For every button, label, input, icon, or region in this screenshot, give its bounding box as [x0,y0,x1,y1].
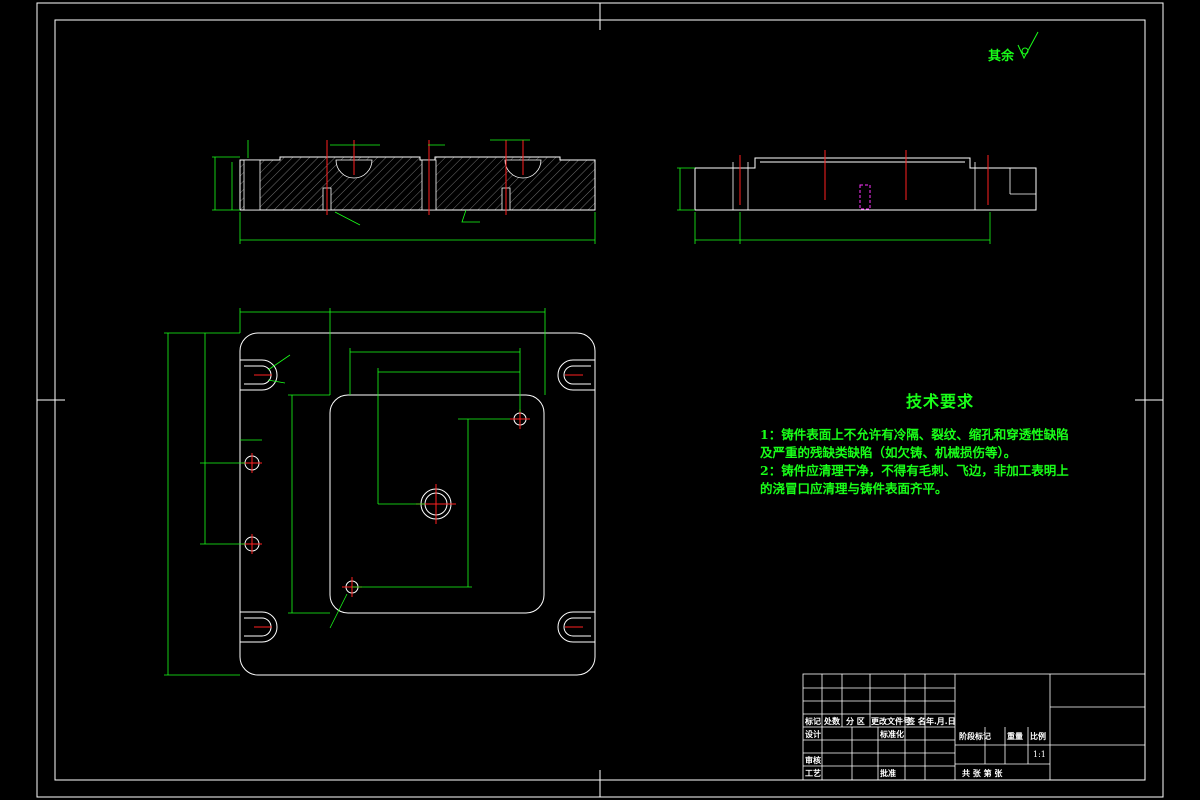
tb-sign: 签 名 [907,716,926,726]
tb-standardize: 标准化 [880,729,904,739]
tb-sheets: 共 张 第 张 [962,768,1003,778]
tb-weight: 重量 [1007,731,1023,741]
side-view [677,150,1037,244]
tb-scale-value: 1:1 [1033,750,1046,759]
tb-design: 设计 [805,729,821,739]
u-slots [240,359,595,643]
tech-requirement-line: 的浇冒口应清理与铸件表面齐平。 [760,481,948,496]
technical-requirements: 技术要求 1：铸件表面上不允许有冷隔、裂纹、缩孔和穿透性缺陷 及严重的残缺类缺陷… [760,388,1120,498]
roughness-symbol [1017,31,1039,60]
tech-requirements-title: 技术要求 [905,392,974,411]
front-section-view [212,139,596,244]
slot-left [243,159,261,211]
side-outline [694,157,1037,211]
tech-requirement-line: 及严重的残缺类缺陷（如欠铸、机械损伤等）。 [760,445,1017,460]
tb-approve: 批准 [880,768,896,778]
tb-zone: 分 区 [846,716,865,726]
plate-outline [239,332,596,676]
tb-change-doc: 更改文件号 [871,716,911,726]
tb-mark: 标记 [805,716,821,726]
tb-process: 工艺 [805,768,821,778]
tb-review: 审核 [805,755,821,765]
tb-scale-label: 比例 [1030,731,1046,741]
tech-requirement-line: 2：铸件应清理干净，不得有毛刺、飞边，非加工表明上 [760,463,1069,478]
pocket-outline [329,394,545,614]
roughness-note: 其余 [988,49,1015,64]
centering-marks [37,3,1163,797]
tb-count: 处数 [824,716,840,726]
section-outline [239,156,596,211]
tech-requirement-line: 1：铸件表面上不允许有冷隔、裂纹、缩孔和穿透性缺陷 [760,427,1069,442]
tb-date: 年.月.日 [926,716,956,726]
hidden-hole [859,184,871,210]
title-block-grid [802,673,1146,781]
plan-view [164,308,596,676]
plan-holes [244,412,527,594]
tb-stage-mark: 阶段标记 [959,731,991,741]
